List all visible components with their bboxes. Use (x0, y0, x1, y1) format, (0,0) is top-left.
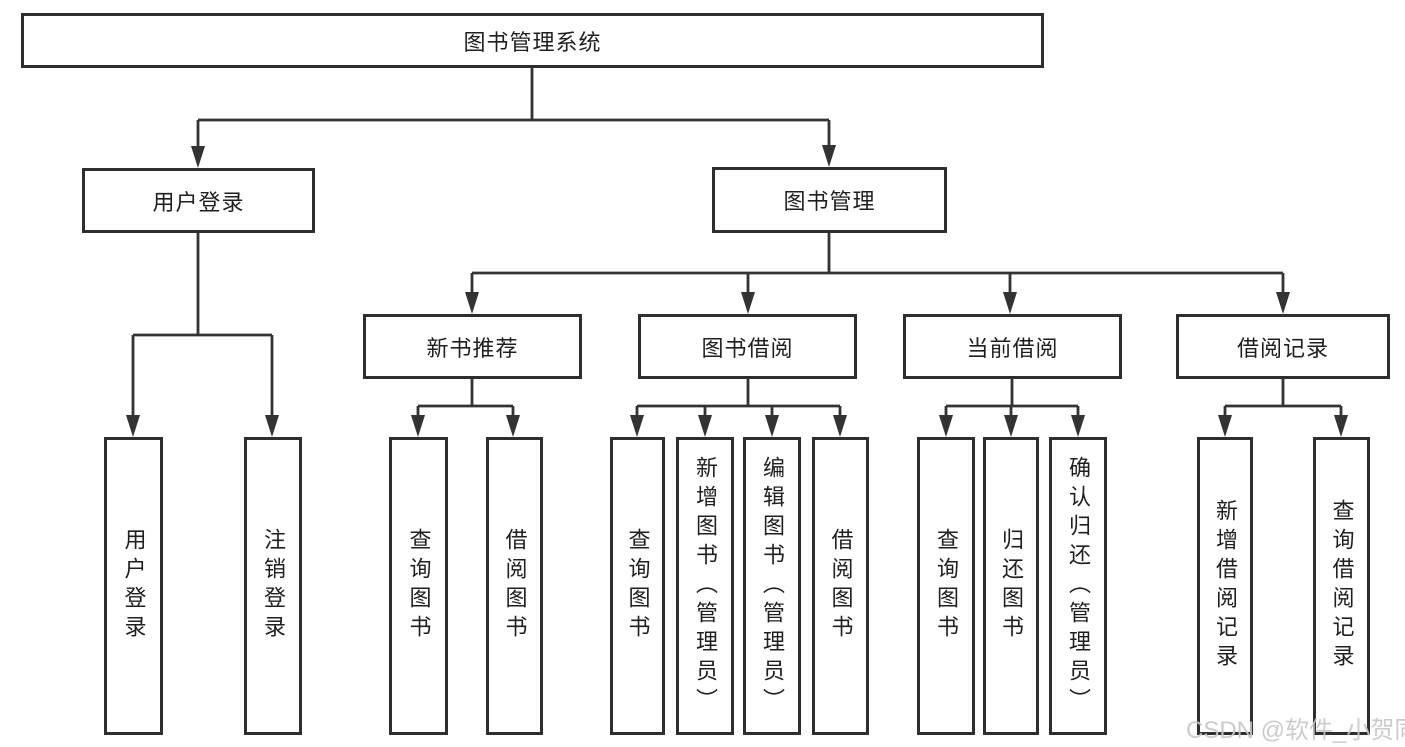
node-borrowing-records: 借阅记录 (1176, 314, 1390, 379)
leaf-borrow-books-borrowing: 借阅图书 (812, 437, 869, 735)
leaf-query-borrow-record: 查询借阅记录 (1313, 437, 1370, 735)
csdn-watermark: CSDN @软件_小贺同学 (1186, 717, 1405, 744)
node-book-management: 图书管理 (712, 167, 947, 233)
leaf-query-books-recommend: 查询图书 (389, 437, 448, 735)
node-book-borrowing: 图书借阅 (638, 314, 857, 379)
node-user-login: 用户登录 (82, 168, 315, 233)
leaf-return-books: 归还图书 (983, 437, 1039, 735)
leaf-query-books-current: 查询图书 (917, 437, 975, 735)
node-current-borrowing: 当前借阅 (903, 314, 1122, 379)
node-new-book-recommend: 新书推荐 (363, 314, 582, 379)
leaf-user-login: 用户登录 (104, 437, 163, 735)
node-library-system: 图书管理系统 (21, 13, 1044, 68)
leaf-edit-books-admin: 编辑图书（管理员） (743, 437, 801, 735)
leaf-logout-login: 注销登录 (244, 437, 302, 735)
leaf-query-books-borrowing: 查询图书 (610, 437, 665, 735)
leaf-borrow-books-recommend: 借阅图书 (486, 437, 543, 735)
leaf-confirm-return-admin: 确认归还（管理员） (1049, 437, 1107, 735)
leaf-add-books-admin: 新增图书（管理员） (676, 437, 734, 735)
leaf-add-borrow-record: 新增借阅记录 (1197, 437, 1253, 735)
